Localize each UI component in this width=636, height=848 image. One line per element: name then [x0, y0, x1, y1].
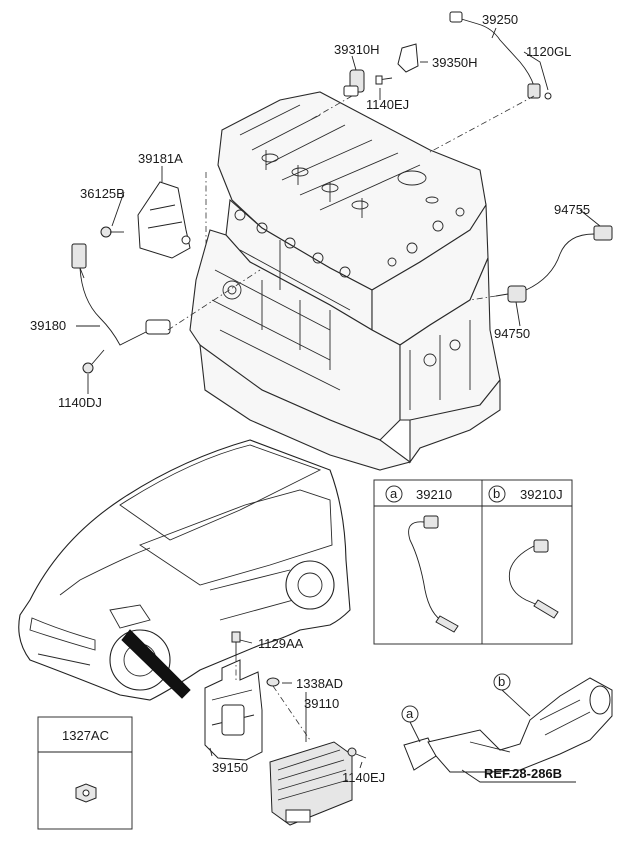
engine-assembly	[189, 91, 501, 471]
label-94750: 94750	[494, 326, 530, 341]
guide-line	[167, 269, 261, 331]
oxygen-sensor-39250	[449, 11, 552, 100]
leader-lines	[76, 27, 601, 769]
label-94755: 94755	[554, 202, 590, 217]
label-1120GL: 1120GL	[526, 44, 571, 59]
guide-line	[469, 295, 497, 301]
label-1140EJ-top: 1140EJ	[366, 97, 409, 112]
label-39110: 39110	[304, 696, 339, 711]
bolt-1140EJ-lower	[347, 747, 367, 759]
label-1140DJ: 1140DJ	[58, 395, 102, 410]
heat-shield-39181A	[137, 181, 191, 259]
bolt-1129AA	[231, 631, 241, 656]
guide-line	[429, 95, 535, 153]
label-39150: 39150	[212, 760, 248, 775]
label-36125B: 36125B	[80, 186, 125, 201]
label-39250: 39250	[482, 12, 518, 27]
part-box-1327AC	[37, 716, 133, 830]
detail-marker-a: a	[390, 486, 398, 501]
detail-box	[373, 479, 573, 645]
label-39210: 39210	[416, 487, 452, 502]
label-1129AA: 1129AA	[258, 636, 304, 651]
vehicle-illustration	[18, 439, 351, 701]
label-39210J: 39210J	[520, 487, 563, 502]
oxygen-sensor-39210	[408, 515, 459, 633]
exhaust-marker-a: a	[406, 706, 414, 721]
label-1327AC: 1327AC	[62, 728, 109, 743]
label-1338AD: 1338AD	[296, 676, 343, 691]
label-39181A: 39181A	[138, 151, 183, 166]
ecu-bracket-39150	[204, 659, 263, 761]
label-39350H: 39350H	[432, 55, 478, 70]
cam-sensor-39310H	[343, 69, 393, 97]
label-1140EJ-bottom: 1140EJ	[342, 770, 385, 785]
sensor-harness-39180	[71, 243, 171, 346]
bracket-39350H	[397, 43, 419, 73]
ecu-module-39110	[269, 741, 353, 826]
nut-1338AD	[266, 677, 280, 687]
detail-marker-b: b	[493, 486, 500, 501]
exhaust-catalyst	[401, 673, 613, 783]
label-39310H: 39310H	[334, 42, 380, 57]
exhaust-marker-b: b	[498, 674, 505, 689]
guide-line	[272, 685, 311, 741]
exhaust-reference[interactable]: REF.28-286B	[484, 766, 562, 781]
pressure-sensor-94750	[495, 225, 613, 303]
oxygen-sensor-39210J	[508, 539, 559, 619]
bolt-36125B	[100, 226, 124, 238]
bolt-1140DJ	[82, 349, 105, 374]
label-39180: 39180	[30, 318, 66, 333]
